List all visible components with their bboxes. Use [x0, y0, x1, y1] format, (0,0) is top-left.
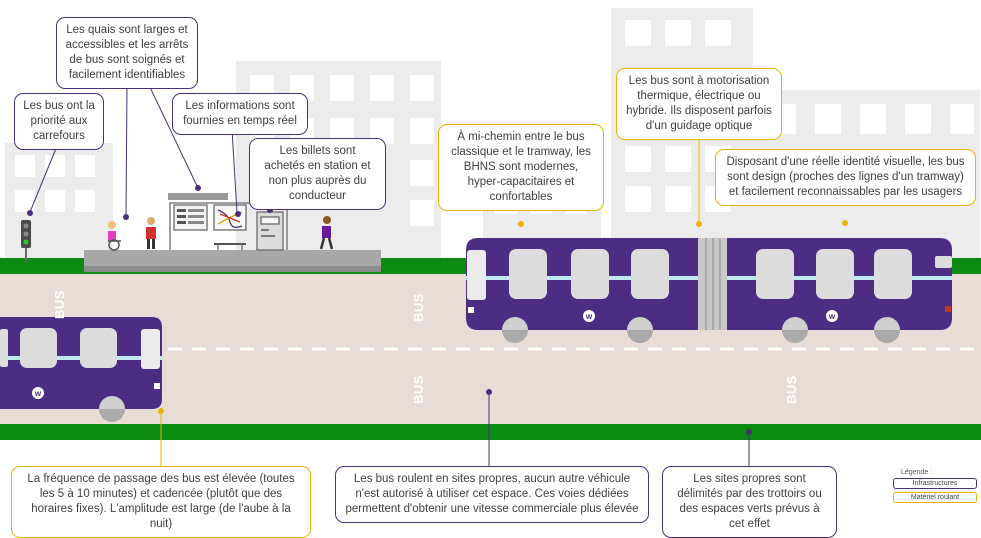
road-marking-bus: BUS [410, 375, 426, 404]
callout-platforms: Les quais sont larges et accessibles et … [56, 17, 198, 89]
road-marking-bus: BUS [783, 375, 799, 404]
callout-lane-separation: Les sites propres sont délimités par des… [662, 466, 837, 538]
callout-tickets: Les billets sont achetés en station et n… [249, 138, 386, 210]
legend: Légende : Infrastructures Matériel roula… [893, 469, 977, 506]
callout-dedicated-lanes: Les bus roulent en sites propres, aucun … [335, 466, 649, 523]
svg-text:w: w [828, 312, 836, 321]
callout-motorisation: Les bus sont à motorisation thermique, é… [616, 68, 782, 140]
callout-bhns-comfort: À mi-chemin entre le bus classique et le… [438, 124, 604, 211]
road-marking-bus: BUS [51, 290, 67, 319]
bus-left: w [0, 317, 162, 422]
callout-real-time-info: Les informations sont fournies en temps … [172, 93, 308, 135]
traffic-light [21, 220, 31, 262]
grass-strip-bottom [0, 424, 981, 440]
connector-lines-infrastructure [29, 82, 750, 466]
connector-lines-rolling-stock [160, 133, 700, 466]
svg-text:w: w [585, 312, 593, 321]
bus-shelter [168, 193, 288, 251]
legend-infrastructures: Infrastructures [893, 478, 977, 489]
person-standing-red [146, 217, 156, 249]
person-walking-purple [319, 216, 334, 250]
callout-visual-identity: Disposant d'une réelle identité visuelle… [715, 149, 976, 206]
platform [84, 250, 381, 270]
legend-rolling-stock: Matériel roulant [893, 492, 977, 503]
callout-frequency: La fréquence de passage des bus est élev… [11, 466, 311, 538]
road-marking-bus: BUS [410, 293, 426, 322]
bus-right: w w [466, 238, 952, 343]
connector-dots-rolling-stock [158, 220, 848, 414]
svg-text:w: w [34, 389, 42, 398]
callout-priority-intersections: Les bus ont la priorité aux carrefours [14, 93, 104, 150]
legend-title: Légende : [901, 469, 933, 476]
person-wheelchair [108, 221, 121, 251]
